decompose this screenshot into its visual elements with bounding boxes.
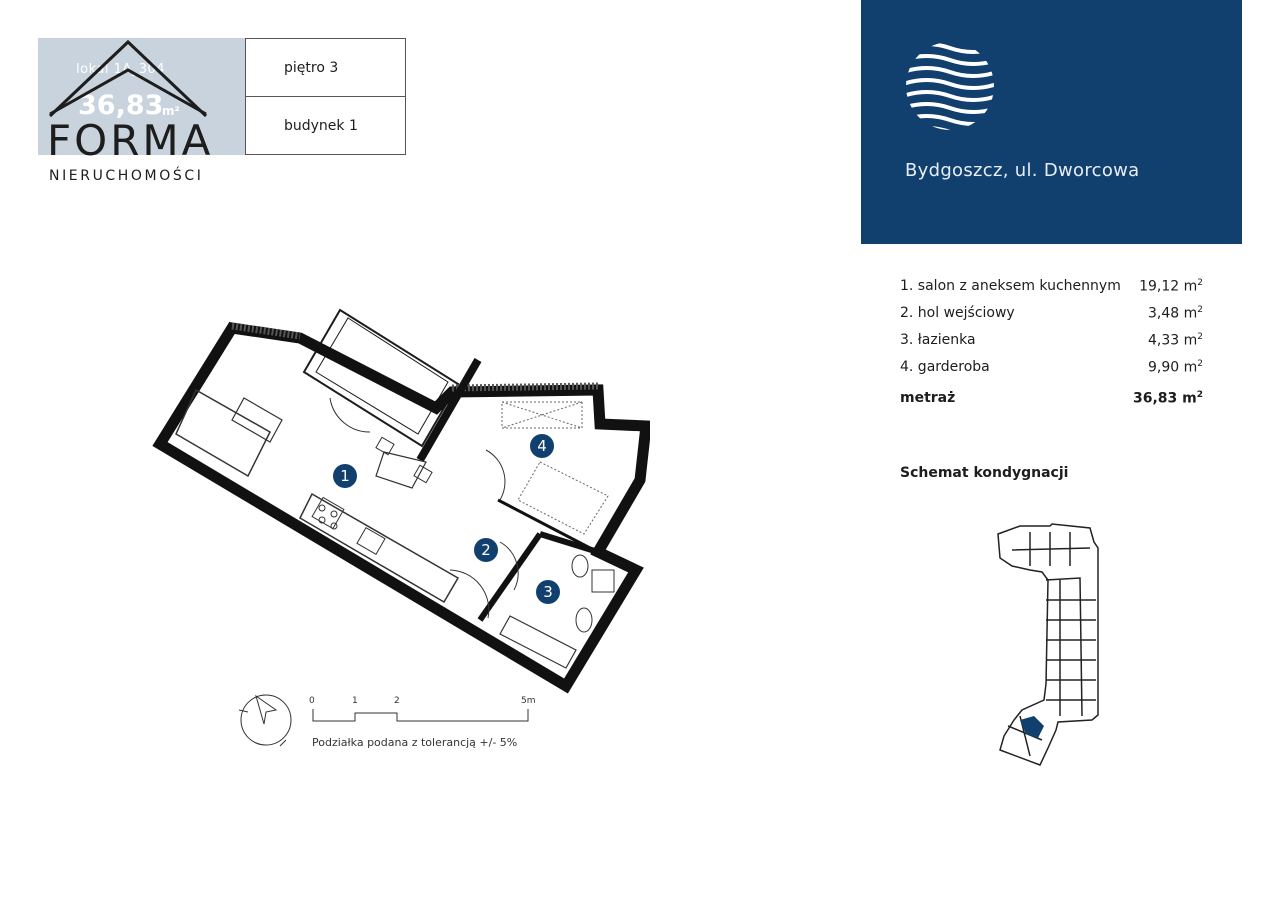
room-name: 2. hol wejściowy xyxy=(900,305,1015,321)
forma-roof-logo xyxy=(48,39,208,118)
apartment-area-unit: m² xyxy=(162,104,180,118)
floor-label: piętro 3 xyxy=(246,39,405,97)
apartment-area: 36,83 xyxy=(78,90,164,121)
room-name: 1. salon z aneksem kuchennym xyxy=(900,278,1121,294)
svg-text:4: 4 xyxy=(537,437,547,455)
wave-globe-logo xyxy=(906,42,994,130)
building-label: budynek 1 xyxy=(284,118,358,134)
room-area: 4,33 m2 xyxy=(1148,332,1203,349)
total-area: 36,83 m2 xyxy=(1132,390,1203,407)
room-area: 9,90 m2 xyxy=(1148,359,1203,376)
brand-panel xyxy=(861,0,1242,244)
outer-walls xyxy=(152,322,650,694)
room-name: 3. łazienka xyxy=(900,332,976,348)
apartment-id: lokal 1A_304 xyxy=(76,62,166,77)
room-area: 19,12 m2 xyxy=(1139,278,1203,295)
floor-schema-title: Schemat kondygnacji xyxy=(900,465,1069,481)
room-badge-1: 1 xyxy=(333,464,357,488)
forma-logo-text: FORMA xyxy=(47,116,214,165)
scale-bar xyxy=(312,709,529,722)
forma-logo-subtitle: NIERUCHOMOŚCI xyxy=(49,168,204,184)
north-arrow-icon xyxy=(238,694,292,747)
scale-tick: 5m xyxy=(521,696,536,706)
floor-schema-diagram xyxy=(997,523,1099,766)
scale-tick: 2 xyxy=(394,696,400,706)
scale-tick: 1 xyxy=(352,696,358,706)
room-badge-4: 4 xyxy=(530,434,554,458)
info-table: piętro 3 budynek 1 xyxy=(245,38,406,155)
svg-text:2: 2 xyxy=(481,541,491,559)
scale-tolerance-note: Podziałka podana z tolerancją +/- 5% xyxy=(312,736,518,749)
room-badge-2: 2 xyxy=(474,538,498,562)
svg-text:3: 3 xyxy=(543,583,553,601)
room-badge-3: 3 xyxy=(536,580,560,604)
room-name: 4. garderoba xyxy=(900,359,990,375)
svg-text:1: 1 xyxy=(340,467,350,485)
current-unit-highlight xyxy=(1020,716,1044,738)
total-label: metraż xyxy=(900,390,956,406)
brand-city-address: Bydgoszcz, ul. Dworcowa xyxy=(905,160,1140,181)
room-area: 3,48 m2 xyxy=(1148,305,1203,322)
floor-plan: 1 2 3 4 xyxy=(152,308,650,694)
scale-tick: 0 xyxy=(309,696,315,706)
